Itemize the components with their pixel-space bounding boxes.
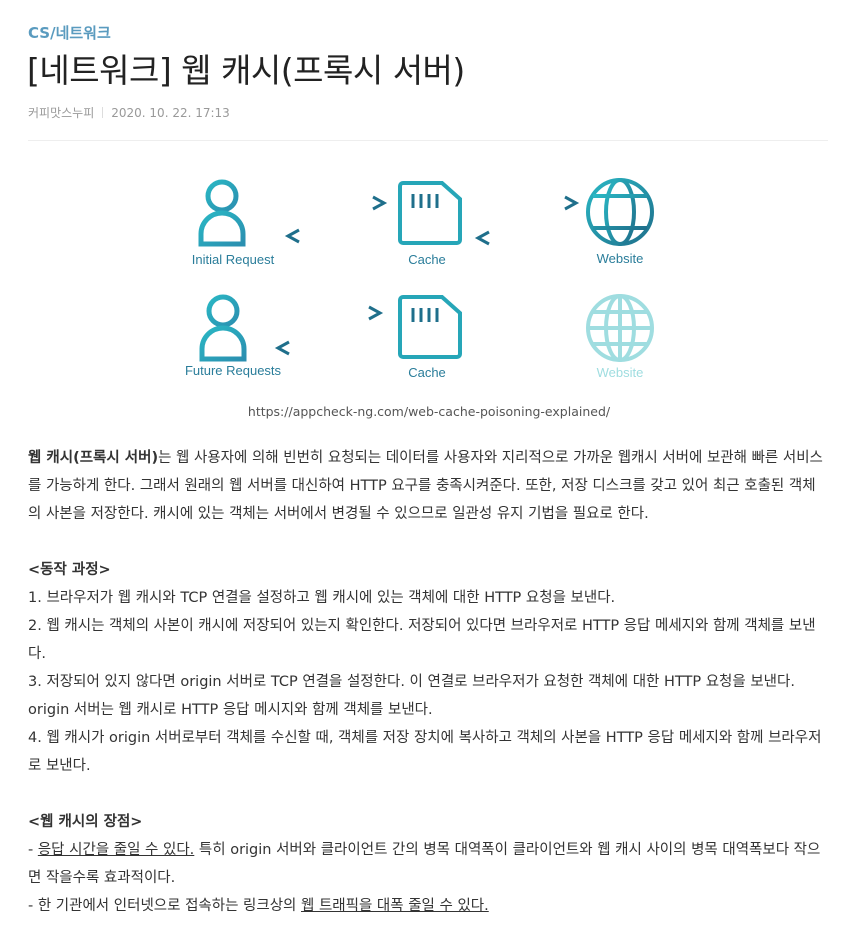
cache-storage-icon xyxy=(398,181,462,245)
user-icon xyxy=(198,179,246,247)
category-link[interactable]: CS/네트워크 xyxy=(28,24,111,42)
advantage-highlight: 웹 트래픽을 대폭 줄일 수 있다. xyxy=(301,898,489,914)
step-item: 3. 저장되어 있지 않다면 origin 서버로 TCP 연결을 설정한다. … xyxy=(28,674,795,718)
intro-paragraph: 웹 캐시(프록시 서버)는 웹 사용자에 의해 빈번히 요청되는 데이터를 사용… xyxy=(28,444,828,528)
header-divider xyxy=(28,140,828,141)
intro-term: 웹 캐시(프록시 서버) xyxy=(28,450,159,466)
forward-arrow-icon xyxy=(473,195,580,211)
initial-request-label: Initial Request xyxy=(192,252,275,267)
cache-storage-icon xyxy=(398,295,462,359)
website-faded-label: Website xyxy=(597,365,644,380)
step-item: 4. 웹 캐시가 origin 서버로부터 객체를 수신할 때, 객체를 저장 … xyxy=(28,730,822,774)
post-title: [네트워크] 웹 캐시(프록시 서버) xyxy=(27,51,465,90)
step-item: 2. 웹 캐시는 객체의 사본이 캐시에 저장되어 있는지 확인한다. 저장되어… xyxy=(28,618,816,662)
globe-icon xyxy=(586,178,654,246)
advantages-heading: <웹 캐시의 장점> xyxy=(28,814,143,830)
advantage-highlight: 응답 시간을 줄일 수 있다. xyxy=(37,842,195,858)
article-body: 웹 캐시(프록시 서버)는 웹 사용자에 의해 빈번히 요청되는 데이터를 사용… xyxy=(28,444,828,920)
author-link[interactable]: 커피맛스누피 xyxy=(28,106,95,120)
advantage-item: - 한 기관에서 인터넷으로 접속하는 링크상의 웹 트래픽을 대폭 줄일 수 … xyxy=(28,898,489,914)
meta-divider xyxy=(102,107,104,118)
post-meta: 커피맛스누피 2020. 10. 22. 17:13 xyxy=(28,104,230,121)
request-arrow-icon xyxy=(282,305,384,321)
website-label: Website xyxy=(597,251,644,266)
process-heading: <동작 과정> xyxy=(28,562,111,578)
intro-text: 는 웹 사용자에 의해 빈번히 요청되는 데이터를 사용자와 지리적으로 가까운… xyxy=(28,450,823,522)
future-requests-label: Future Requests xyxy=(185,363,282,378)
cache-label: Cache xyxy=(408,365,446,380)
figure-caption: https://appcheck-ng.com/web-cache-poison… xyxy=(247,404,611,419)
response-arrow-icon xyxy=(274,340,375,356)
globe-faded-icon xyxy=(586,294,654,362)
request-arrow-icon xyxy=(290,195,388,211)
response-arrow-icon xyxy=(284,228,382,244)
step-item: 1. 브라우저가 웹 캐시와 TCP 연결을 설정하고 웹 캐시에 있는 객체에… xyxy=(28,590,616,606)
user-icon xyxy=(199,294,247,362)
web-cache-diagram: Initial Request Cache xyxy=(185,178,654,380)
post-date: 2020. 10. 22. 17:13 xyxy=(111,106,230,120)
cache-label: Cache xyxy=(408,252,446,267)
return-arrow-icon xyxy=(474,230,578,246)
advantage-item: - 응답 시간을 줄일 수 있다. 특히 origin 서버와 클라이언트 간의… xyxy=(28,842,821,886)
